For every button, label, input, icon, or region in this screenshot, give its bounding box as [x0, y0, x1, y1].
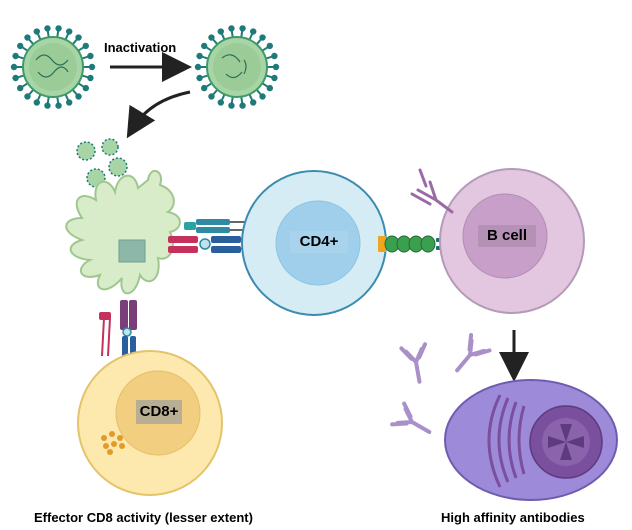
plasma-cell — [444, 379, 618, 501]
b-cell-label: B cell — [478, 225, 536, 247]
cd8-label: CD8+ — [136, 400, 182, 424]
cd4-label: CD4+ — [290, 231, 348, 253]
cd8-t-cell — [77, 350, 223, 496]
mhc-tcr-receptor-icon — [168, 219, 258, 253]
uptake-arrow — [126, 90, 191, 139]
cd8-activity-caption: Effector CD8 activity (lesser extent) — [34, 510, 253, 525]
b-cell-receptor-icon — [410, 168, 454, 214]
dendritic-cell — [65, 170, 181, 295]
inactivation-label: Inactivation — [104, 40, 177, 55]
active-virus-icon — [10, 25, 96, 109]
antibody-icons — [390, 333, 492, 434]
inactivated-virus-icon — [194, 25, 280, 109]
cd40-ligand-chain-icon — [378, 235, 450, 253]
antibodies-caption: High affinity antibodies — [441, 510, 585, 525]
